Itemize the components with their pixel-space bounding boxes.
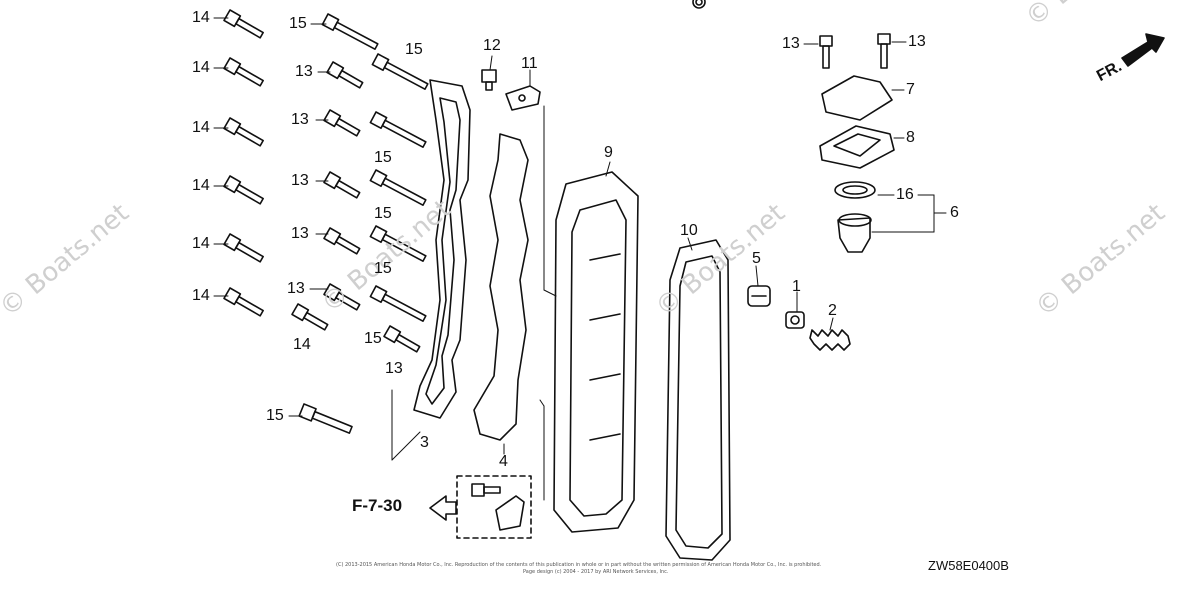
gasket-4 <box>473 133 529 441</box>
inset-box <box>456 475 532 539</box>
callout-14: 14 <box>192 235 210 252</box>
callout-13: 13 <box>291 225 309 242</box>
callout-13: 13 <box>287 280 305 297</box>
spring-2 <box>809 329 851 351</box>
callout-3: 3 <box>420 434 429 451</box>
callout-13: 13 <box>291 172 309 189</box>
callout-8: 8 <box>906 129 915 146</box>
callout-14: 14 <box>293 336 311 353</box>
callout-15: 15 <box>266 407 284 424</box>
callout-14: 14 <box>192 119 210 136</box>
top-ring <box>692 0 706 9</box>
diagram-code: ZW58E0400B <box>928 558 1009 573</box>
callout-2: 2 <box>828 302 837 319</box>
callout-14: 14 <box>192 59 210 76</box>
callout-13: 13 <box>908 33 926 50</box>
copyright-line: Page design (c) 2004 - 2017 by ARI Netwo… <box>523 569 669 575</box>
callout-14: 14 <box>192 9 210 26</box>
gasket-8-inner <box>833 133 881 157</box>
gasket-10-inner <box>675 255 723 549</box>
gasket-10 <box>665 239 731 561</box>
plate-9-ribs <box>589 253 621 441</box>
callout-4: 4 <box>499 453 508 470</box>
callout-15: 15 <box>374 260 392 277</box>
callout-15: 15 <box>405 41 423 58</box>
callout-12: 12 <box>483 37 501 54</box>
gasket-3-inner <box>425 97 461 405</box>
bolts-13-right <box>819 33 891 69</box>
callout-9: 9 <box>604 144 613 161</box>
callout-7: 7 <box>906 81 915 98</box>
callout-5: 5 <box>752 250 761 267</box>
fitting-1 <box>785 311 805 329</box>
callout-1: 1 <box>792 278 801 295</box>
bolt-12 <box>481 69 497 91</box>
callout-13: 13 <box>782 35 800 52</box>
callout-13: 13 <box>291 111 309 128</box>
callout-6: 6 <box>950 204 959 221</box>
copyright-line: (C) 2013-2015 American Honda Motor Co., … <box>336 562 822 568</box>
reference-label: F-7-30 <box>352 496 403 515</box>
long-bolts <box>298 13 429 434</box>
front-arrow <box>1121 33 1165 67</box>
seal-16 <box>834 181 876 199</box>
thermostat-6-top <box>838 213 872 227</box>
callout-14: 14 <box>192 287 210 304</box>
inset-parts <box>471 483 525 531</box>
bolt-column-left <box>223 9 329 331</box>
callout-16: 16 <box>896 186 914 203</box>
callout-15: 15 <box>289 15 307 32</box>
callout-15: 15 <box>374 205 392 222</box>
gasket-3 <box>413 79 471 419</box>
leader-lines <box>213 17 947 501</box>
gasket-8 <box>819 125 895 169</box>
plug-5 <box>747 285 771 307</box>
callout-13: 13 <box>295 63 313 80</box>
callout-15: 15 <box>364 330 382 347</box>
cover-plate-9 <box>553 171 639 533</box>
callout-14: 14 <box>192 177 210 194</box>
reference-arrow <box>429 495 457 521</box>
seal-16-inner <box>842 185 868 195</box>
callout-15: 15 <box>374 149 392 166</box>
callout-13: 13 <box>385 360 403 377</box>
callout-10: 10 <box>680 222 698 239</box>
cover-plate-9-inner <box>569 199 627 517</box>
bracket-11 <box>505 85 541 111</box>
callout-11: 11 <box>521 55 538 72</box>
cover-7 <box>821 75 893 121</box>
